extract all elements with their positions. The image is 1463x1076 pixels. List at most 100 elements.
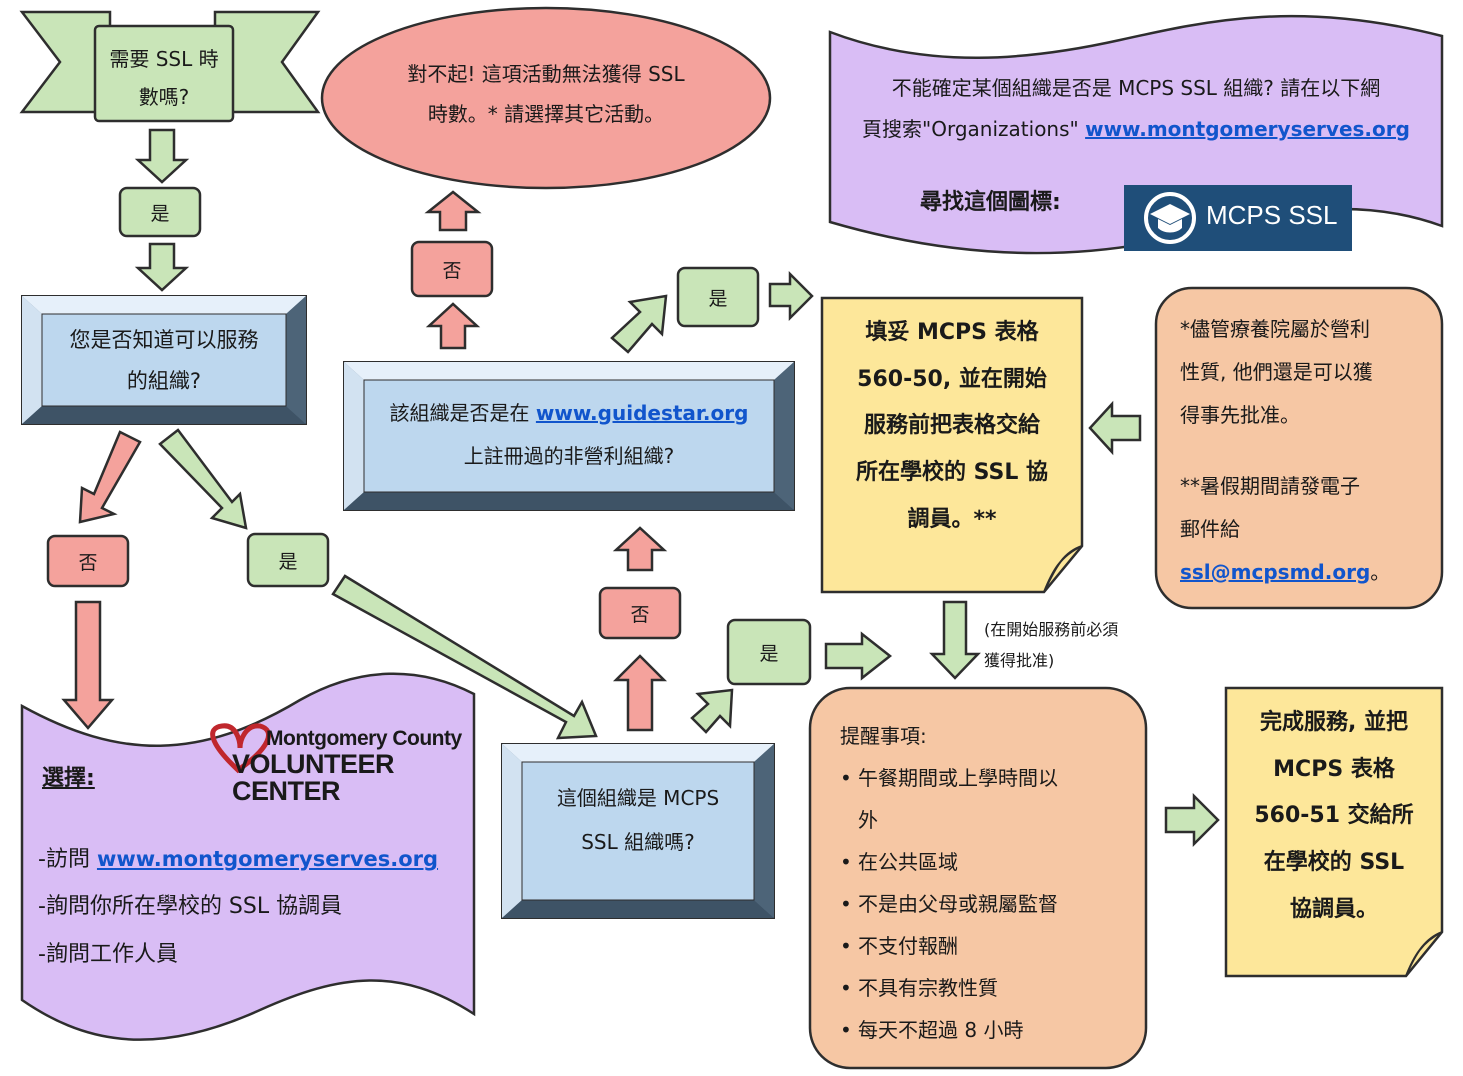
form-line1: 填妥 MCPS 表格 [865, 320, 1039, 345]
volunteer-item1-prefix: -訪問 [38, 847, 90, 872]
arrow-to-reminders [824, 631, 893, 681]
reminders-list: •午餐期間或上學時間以 外 •在公共區域 •不是由父母或親屬監督 •不支付報酬 … [840, 757, 1130, 1051]
reminder-item: •不支付報酬 [840, 925, 1130, 967]
arrow-guidestar-yes [610, 294, 668, 354]
arrow-up-to-guidestar [612, 526, 668, 572]
yes-label-mid: 是 [759, 642, 779, 665]
heart-logo-shape [210, 723, 271, 774]
yes-box-mid [726, 618, 812, 686]
reminders-box [808, 686, 1148, 1070]
reminders-text: 提醒事項: •午餐期間或上學時間以 外 •在公共區域 •不是由父母或親屬監督 •… [840, 716, 1130, 1051]
know-org-box [21, 295, 307, 425]
finish-note [1224, 686, 1444, 978]
unsure-line2: 頁搜索"Organizations" www.montgomeryserves.… [846, 109, 1426, 150]
note-line3: 得事先批准。 [1180, 403, 1300, 427]
guidestar-text: 該組織是否是在 www.guidestar.org 上註冊過的非營利組織? [364, 392, 774, 478]
montgomeryserves-link-top[interactable]: www.montgomeryserves.org [1085, 117, 1410, 141]
note-line5: 郵件給 [1180, 517, 1240, 541]
know-org-line1: 您是否知道可以服務 [69, 328, 259, 352]
yes-box-left [246, 532, 330, 588]
volunteer-item3: -詢問工作人員 [38, 941, 178, 967]
know-org-line2: 的組織? [126, 368, 202, 393]
reminder-item: •午餐期間或上學時間以 [840, 757, 1130, 799]
no-box-top [410, 240, 494, 298]
start-text: 需要 SSL 時 數嗎? [95, 40, 233, 116]
finish-line2: MCPS 表格 [1273, 756, 1395, 782]
volunteer-logo-line2: VOLUNTEER CENTER [232, 749, 395, 806]
guidestar-line2: 上註冊過的非營利組織? [463, 444, 675, 468]
mcps-org-text: 這個組織是 MCPS SSL 組織嗎? [522, 776, 754, 864]
no-box-left [46, 534, 130, 588]
finish-line4: 在學校的 SSL [1263, 849, 1405, 875]
note-text: *儘管療養院屬於營利 性質, 他們還是可以獲 得事先批准。 **暑假期間請發電子… [1180, 308, 1430, 594]
finish-line5: 協調員。 [1289, 896, 1378, 922]
unsure-text: 不能確定某個組織是否是 MCPS SSL 組織? 請在以下網 頁搜索"Organ… [846, 68, 1426, 150]
arrow-up-from-mcps [612, 654, 668, 732]
start-banner [19, 10, 321, 123]
bullet-icon: • [840, 766, 852, 790]
reminder-item: •每天不超過 8 小時 [840, 1009, 1130, 1051]
unsure-line2-prefix: 頁搜索"Organizations" [862, 117, 1079, 141]
yes-box-1 [118, 186, 202, 238]
arrow-mcps-yes [690, 688, 734, 734]
volunteer-wave-doc [20, 672, 476, 1041]
mcps-org-line1: 這個組織是 MCPS [556, 786, 720, 810]
arrow-yes-long [331, 574, 598, 740]
arrow-know-yes [158, 428, 248, 530]
reminder-item: •不是由父母或親屬監督 [840, 883, 1130, 925]
start-line2: 數嗎? [138, 85, 190, 109]
form-line3: 服務前把表格交給 [863, 413, 1040, 439]
email-link[interactable]: ssl@mcpsmd.org [1180, 560, 1371, 584]
no-label-top: 否 [442, 259, 462, 282]
bullet-icon: • [840, 892, 852, 916]
find-icon-label: 尋找這個圖標: [920, 190, 1061, 215]
no-label-left: 否 [78, 551, 98, 574]
reminder-item-cont: 外 [858, 808, 878, 832]
form-line2: 560-50, 並在開始 [857, 366, 1047, 392]
graduation-cap-base-icon [1158, 219, 1182, 233]
arrow-approval-down [929, 600, 981, 680]
volunteer-logo-line1: Montgomery County [266, 727, 462, 750]
guidestar-link[interactable]: www.guidestar.org [535, 401, 749, 425]
bullet-icon: • [840, 850, 852, 874]
form-line4: 所在學校的 SSL 協 [855, 459, 1049, 485]
yes-label-left: 是 [278, 550, 298, 573]
reminder-item: •不具有宗教性質 [840, 967, 1130, 1009]
approval-text: (在開始服務前必須 獲得批准) [984, 614, 1118, 676]
note-line1: *儘管療養院屬於營利 [1180, 317, 1370, 341]
mcps-ssl-logo-text: MCPS SSL [1206, 200, 1338, 230]
volunteer-logo: Montgomery County VOLUNTEER CENTER [232, 727, 472, 805]
mcps-ssl-logo-circle [1144, 192, 1196, 244]
form-note [820, 296, 1084, 594]
reminder-item: •在公共區域 [840, 841, 1130, 883]
sorry-line1: 對不起! 這項活動無法獲得 SSL [407, 62, 685, 86]
arrow-note-to-form [1088, 400, 1142, 456]
graduation-cap-icon [1150, 204, 1190, 224]
yes-label-1: 是 [150, 202, 170, 225]
yes-box-top [676, 266, 760, 328]
arrow-up-from-guidestar [425, 302, 481, 350]
unsure-line1: 不能確定某個組織是否是 MCPS SSL 組織? 請在以下網 [891, 76, 1381, 100]
form-note-text: 填妥 MCPS 表格 560-50, 並在開始 服務前把表格交給 所在學校的 S… [826, 310, 1078, 543]
form-line5: 調員。** [907, 506, 997, 532]
finish-line1: 完成服務, 並把 [1259, 710, 1409, 735]
sorry-text: 對不起! 這項活動無法獲得 SSL 時數。* 請選擇其它活動。 [380, 54, 712, 134]
guidestar-prefix: 該組織是否是在 [389, 401, 530, 425]
arrow-to-finish [1164, 792, 1220, 848]
guidestar-line1: 該組織是否是在 www.guidestar.org [364, 392, 774, 435]
arrow-up-to-sorry [424, 190, 482, 232]
bullet-icon: • [840, 976, 852, 1000]
note-email-line: ssl@mcpsmd.org。 [1180, 551, 1430, 594]
bullet-icon: • [840, 1018, 852, 1042]
reminders-title: 提醒事項: [840, 724, 927, 748]
approval-line2: 獲得批准) [984, 651, 1055, 671]
arrow-no-down [61, 600, 115, 730]
mcps-org-line2: SSL 組織嗎? [581, 830, 695, 854]
arrow-to-form [768, 270, 814, 322]
volunteer-item2: -詢問你所在學校的 SSL 協調員 [38, 894, 343, 920]
yes-label-top: 是 [708, 287, 728, 310]
montgomeryserves-link-left[interactable]: www.montgomeryserves.org [96, 847, 439, 871]
arrow-down-start-1 [134, 128, 190, 184]
no-box-mid [598, 586, 682, 640]
